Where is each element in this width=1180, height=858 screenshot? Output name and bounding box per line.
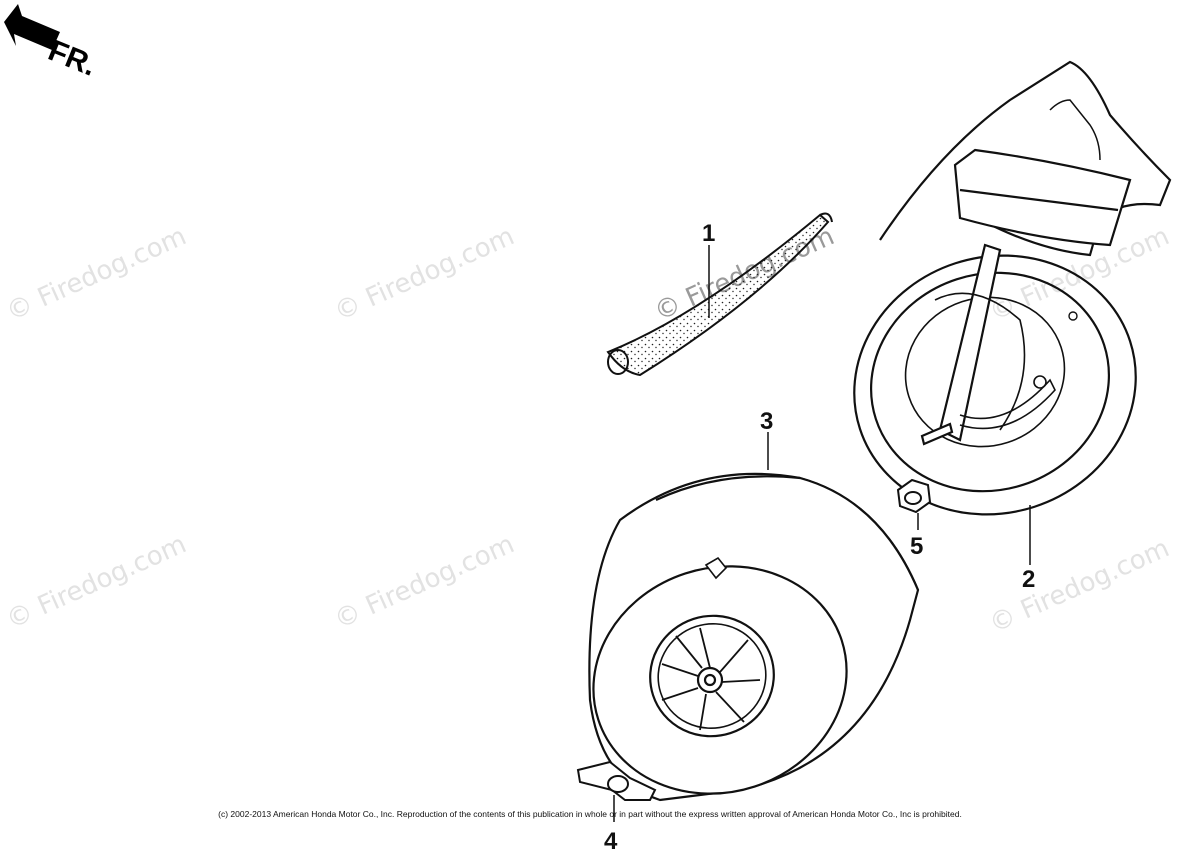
- part-number-label: 2: [1022, 566, 1036, 593]
- part-number-label: 4: [604, 828, 618, 855]
- part-4-wing-nut: [576, 760, 657, 822]
- part-number-label: 5: [910, 533, 924, 560]
- copyright-notice: (c) 2002-2013 American Honda Motor Co., …: [218, 809, 962, 819]
- part-1-seal-strip: [606, 212, 833, 377]
- part-2-air-cleaner-case: [853, 60, 1172, 565]
- part-number-label: 1: [702, 220, 716, 247]
- part-3-air-cleaner-cover: [588, 432, 920, 802]
- part-5-flange-nut: [896, 478, 932, 530]
- front-direction-arrow-icon: [4, 4, 60, 50]
- part-number-label: 3: [760, 408, 774, 435]
